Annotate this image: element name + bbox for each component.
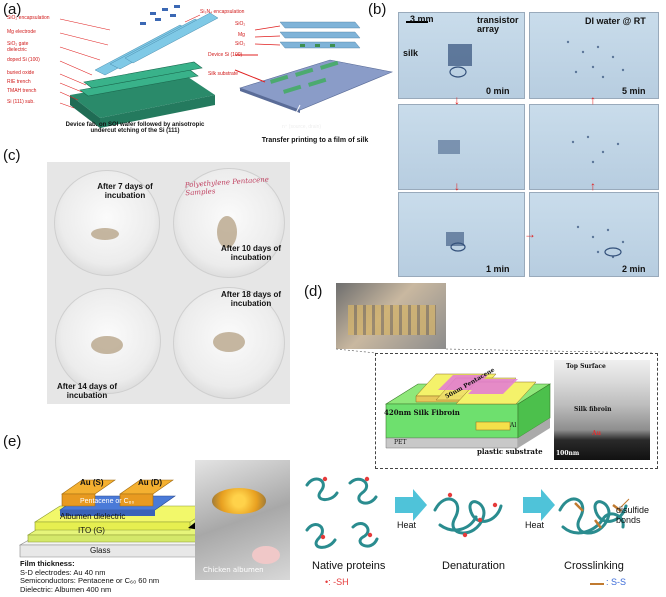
label-doped-si: doped Si (100): [7, 57, 40, 63]
silk-film-label: 420nm Silk Fibroin: [384, 408, 460, 417]
caption-fab: Device fab. on SOI wafer followed by ani…: [65, 122, 205, 134]
label-mg: Mg: [238, 32, 245, 38]
semiconductor-label: Pentacene or C₆₀: [80, 498, 135, 505]
albumen-bowl: [212, 488, 266, 514]
condition-label: DI water @ RT: [585, 16, 646, 26]
stage-native: Native proteins: [312, 560, 386, 572]
frame-1min-upper: [398, 104, 525, 190]
stage-denaturation: Denaturation: [442, 560, 505, 572]
panel-e-label: (e): [3, 433, 22, 450]
caption-transfer: Transfer printing to a film of silk: [261, 137, 369, 144]
ito-label: ITO (G): [78, 526, 105, 535]
ss-legend-line: [590, 583, 604, 585]
label-silk-substrate: Silk substrate: [208, 71, 239, 77]
scale-3mm: 3 mm: [410, 14, 434, 24]
arrow-up-2: ↑: [590, 93, 596, 107]
dissolution-marks: [406, 21, 625, 259]
dish-label-14days: After 14 days of incubation: [56, 382, 118, 401]
label-buried-oxide: buried oxide: [7, 70, 35, 76]
sh-legend: •: -SH: [325, 577, 349, 587]
film-line-3: Dielectric: Albumen 400 nm: [20, 584, 112, 594]
device-electrodes-photo: [348, 305, 436, 335]
dish-label-18days: After 18 days of incubation: [220, 290, 282, 309]
heat-label-1: Heat: [397, 520, 417, 530]
time-2min: 2 min: [622, 264, 646, 274]
dielectric-label: Albumen dielectric: [60, 512, 126, 521]
frame-upper-right: [529, 104, 659, 190]
panel-c-label: (c): [3, 147, 21, 164]
frame-5min: [529, 12, 659, 99]
label-gate-dielectric: SiO₂ gate dielectric: [7, 41, 29, 53]
al-label: Al: [510, 422, 517, 429]
eggshell: [252, 546, 280, 564]
glass-label: Glass: [90, 546, 111, 555]
label-sio2-top: SiO₂: [235, 21, 246, 27]
au-s-label: Au (S): [80, 478, 104, 487]
albumen-photo: [195, 460, 290, 580]
time-1min: 1 min: [486, 264, 510, 274]
panel-b-label: (b): [368, 1, 387, 18]
stage-crosslinking: Crosslinking: [564, 560, 624, 572]
silk-label: silk: [403, 48, 419, 58]
label-rie-trench: RIE trench: [7, 79, 31, 85]
label-si-sub: Si (111) sub.: [7, 99, 35, 105]
plastic-substrate-label: plastic substrate: [477, 447, 543, 456]
photo-caption: Chicken albumen: [203, 566, 264, 574]
label-si3n4: Si₃N₄ encapsulation: [200, 9, 245, 15]
label-sio2-bottom: SiO₂: [235, 41, 246, 47]
sem-image: [554, 360, 650, 460]
sem-scale: 100nm: [556, 450, 580, 457]
panel-a-illustration: [59, 5, 394, 128]
disulfide-label: disulfide bonds: [616, 505, 650, 525]
label-mg-electrode: Mg electrode: [7, 29, 36, 35]
sample-residue: [91, 216, 245, 354]
au-d-label: Au (D): [138, 478, 162, 487]
film-line-2: Semiconductors: Pentacene or C₆₀ 60 nm: [20, 576, 160, 586]
label-device-si: Device Si (100): [208, 52, 243, 58]
heat-label-2: Heat: [525, 520, 545, 530]
ss-legend: : S-S: [606, 577, 627, 587]
time-0min: 0 min: [486, 86, 510, 96]
arrow-down-2: ↓: [454, 179, 460, 193]
film-title: Film thickness:: [20, 559, 75, 568]
pet-label: PET: [394, 439, 407, 446]
protein-schematic: [305, 476, 630, 549]
label-source-drain: n⁺ (source, drain): [282, 124, 322, 130]
arrow-right: →: [524, 227, 536, 241]
panel-d-zoom-lines: [336, 348, 655, 354]
panel-a-label: (a): [3, 1, 22, 18]
petri-dish-1: [54, 170, 160, 276]
dish-label-7days: After 7 days of incubation: [97, 182, 153, 201]
sem-silk-fibroin: Silk fibroin: [574, 406, 612, 413]
label-sio2-encapsulation: SiO₂ encapsulation: [7, 15, 50, 21]
arrow-up-1: ↑: [590, 179, 596, 193]
film-line-1: S-D electrodes: Au 40 nm: [20, 567, 106, 577]
transistor-array-label: transistor array: [477, 15, 519, 34]
dish-label-10days: After 10 days of incubation: [220, 244, 282, 263]
frame-2min: [529, 192, 659, 277]
label-tmah-trench: TMAH trench: [7, 88, 37, 94]
time-5min: 5 min: [622, 86, 646, 96]
film-thickness: Film thickness: S-D electrodes: Au 40 nm…: [20, 559, 160, 595]
sem-top-surface: Top Surface: [566, 363, 606, 370]
sem-au: Au: [592, 430, 602, 437]
panel-d-label: (d): [304, 283, 323, 300]
device-cross-section: [384, 373, 552, 449]
arrow-down-1: ↓: [454, 93, 460, 107]
